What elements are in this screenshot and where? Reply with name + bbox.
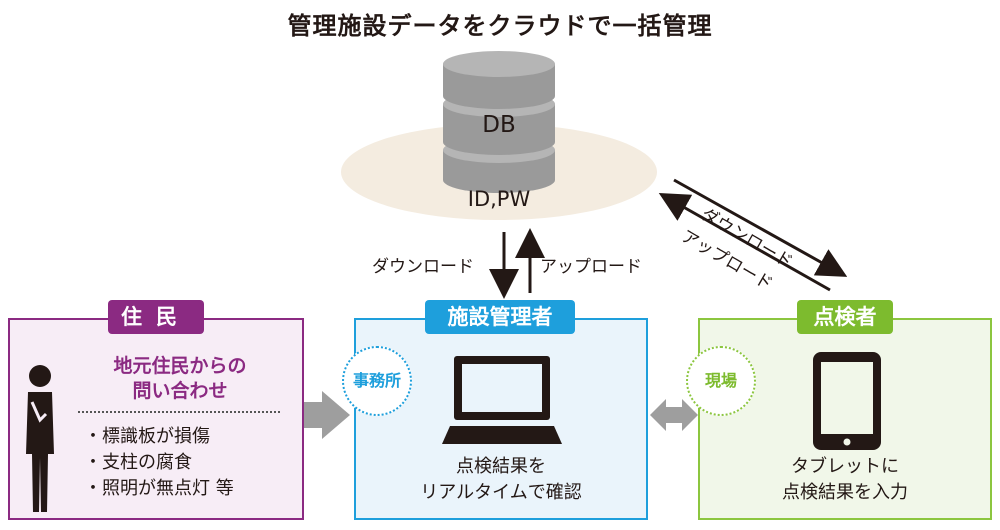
list-item: ・照明が無点灯 等 [84, 478, 234, 499]
database-label: DB [482, 112, 516, 138]
inspector-tag: 点検者 [797, 300, 893, 334]
laptop-icon [442, 356, 562, 444]
residents-heading-line2: 問い合わせ [132, 380, 228, 402]
person-icon [26, 365, 54, 512]
tablet-icon [813, 352, 881, 450]
residents-to-manager-arrow [304, 391, 350, 439]
residents-tag: 住民 [108, 300, 204, 334]
office-badge: 事務所 [342, 346, 412, 416]
upload-label-manager: アップロード [540, 257, 642, 277]
list-item: ・標識板が損傷 [84, 426, 210, 447]
residents-heading-line1: 地元住民からの [113, 355, 247, 377]
manager-description: 点検結果を リアルタイムで確認 [354, 454, 648, 506]
list-item: ・支柱の腐食 [84, 452, 192, 473]
manager-tag: 施設管理者 [425, 300, 575, 334]
manager-description-line2: リアルタイムで確認 [420, 482, 582, 503]
download-label-manager: ダウンロード [372, 257, 474, 277]
dotted-divider [78, 411, 280, 413]
residents-heading: 地元住民からの 問い合わせ [60, 354, 300, 404]
site-badge: 現場 [686, 346, 756, 416]
upload-arrow-inspector [658, 193, 831, 292]
inspector-description-line2: 点検結果を入力 [782, 482, 908, 503]
manager-inspector-double-arrow [650, 399, 698, 431]
manager-description-line1: 点検結果を [456, 456, 546, 477]
credentials-label: ID,PW [467, 187, 531, 211]
database-cylinder [443, 51, 555, 193]
inspector-description-line1: タブレットに [791, 456, 899, 477]
diagram-title: 管理施設データをクラウドで一括管理 [287, 12, 713, 40]
download-arrow-inspector [673, 178, 848, 277]
residents-list: ・標識板が損傷 ・支柱の腐食 ・照明が無点灯 等 [84, 424, 234, 502]
inspector-description: タブレットに 点検結果を入力 [698, 454, 992, 506]
